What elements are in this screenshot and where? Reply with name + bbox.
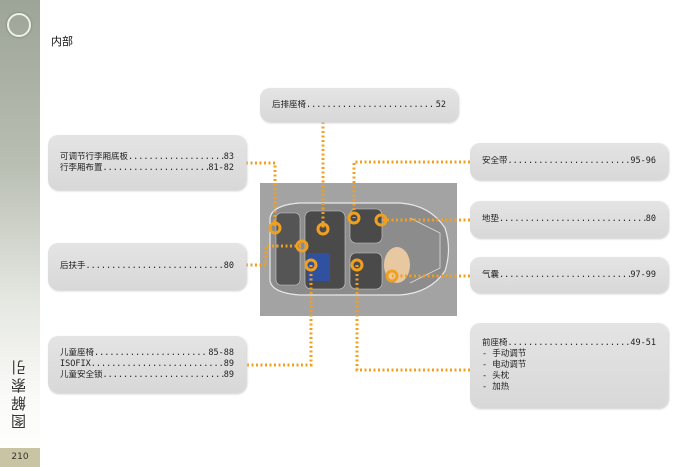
index-entry[interactable]: 后扶手80 bbox=[60, 261, 234, 272]
marker-airbag bbox=[385, 269, 399, 283]
marker-child bbox=[304, 258, 318, 272]
box-airbag: 气囊97-99 bbox=[470, 257, 668, 293]
index-entry[interactable]: 后排座椅52 bbox=[272, 100, 446, 111]
index-entry[interactable]: 行李厢布置81-82 bbox=[60, 163, 234, 174]
marker-rear-seat bbox=[316, 222, 330, 236]
index-entry[interactable]: 前座椅49-51 bbox=[482, 338, 656, 349]
index-entry[interactable]: 可调节行李厢底板83 bbox=[60, 152, 234, 163]
box-mat: 地垫80 bbox=[470, 201, 668, 238]
sidebar: 图解索引 210 bbox=[0, 0, 40, 467]
marker-armrest bbox=[295, 239, 309, 253]
box-belt: 安全带95-96 bbox=[470, 143, 668, 180]
index-entry[interactable]: 儿童安全锁89 bbox=[60, 370, 234, 381]
box-trunk: 可调节行李厢底板83 行李厢布置81-82 bbox=[48, 135, 246, 190]
chapter-ring-icon bbox=[7, 13, 31, 37]
marker-front-seat bbox=[350, 258, 364, 272]
index-entry[interactable]: 气囊97-99 bbox=[482, 270, 656, 281]
box-child: 儿童座椅85-88 ISOFIX89 儿童安全锁89 bbox=[48, 336, 246, 393]
index-entry[interactable]: 安全带95-96 bbox=[482, 156, 656, 167]
box-rear-seat: 后排座椅52 bbox=[260, 88, 458, 122]
index-entry[interactable]: 儿童座椅85-88 bbox=[60, 348, 234, 359]
index-entry[interactable]: 地垫80 bbox=[482, 214, 656, 225]
box-armrest: 后扶手80 bbox=[48, 243, 246, 290]
marker-mat bbox=[374, 213, 388, 227]
sub-entry: - 手动调节 bbox=[482, 349, 527, 359]
box-front-seat: 前座椅49-51 - 手动调节 - 电动调节 - 头枕 - 加热 bbox=[470, 323, 668, 408]
sub-entry: - 头枕 bbox=[482, 371, 510, 381]
page-number: 210 bbox=[0, 448, 40, 467]
marker-belt bbox=[347, 211, 361, 225]
page-title: 内部 bbox=[51, 35, 73, 48]
marker-trunk bbox=[268, 221, 282, 235]
index-entry[interactable]: ISOFIX89 bbox=[60, 359, 234, 370]
sub-entry: - 加热 bbox=[482, 382, 510, 392]
sub-entry: - 电动调节 bbox=[482, 360, 527, 370]
